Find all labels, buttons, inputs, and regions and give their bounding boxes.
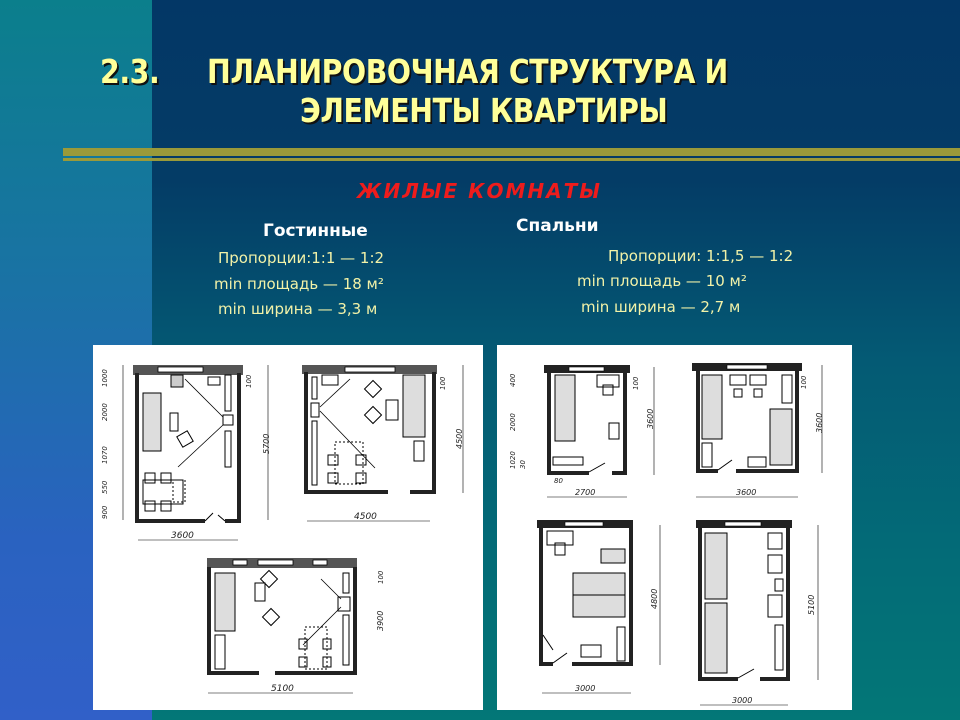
living-plan-3: 5100 3900 100 [207,558,385,694]
svg-text:3600: 3600 [815,413,824,433]
svg-text:4500: 4500 [455,429,464,449]
living-proportions: Пропорции:1:1 — 1:2 [218,249,385,267]
living-rooms-heading: Гостинные [263,221,368,241]
svg-text:4800: 4800 [650,589,659,609]
svg-text:3900: 3900 [376,611,385,631]
svg-text:100: 100 [632,376,640,390]
svg-text:100: 100 [800,375,808,389]
bedroom-plan-2: 3600 100 3600 [692,363,824,498]
bedroom-plans-panel: 400 2000 1020 30 80 3600 100 2700 3600 1… [497,345,852,710]
slide-number: 2.3. [100,52,160,91]
svg-text:100: 100 [245,374,253,388]
slide-title-line2: ЭЛЕМЕНТЫ КВАРТИРЫ [300,91,668,130]
svg-text:5100: 5100 [807,595,816,615]
svg-text:550: 550 [101,480,109,494]
bedroom-min-width: min ширина — 2,7 м [581,298,741,316]
svg-text:400: 400 [509,373,517,387]
svg-text:2000: 2000 [101,403,109,421]
svg-text:3000: 3000 [732,696,752,705]
living-min-area: min площадь — 18 м² [214,275,384,293]
living-plan-1: 1000 2000 1070 550 900 5700 100 3600 [101,365,271,541]
svg-text:3600: 3600 [171,531,194,541]
svg-text:30: 30 [519,460,527,469]
living-plan-2: 4500 100 4500 [302,365,464,522]
svg-text:1070: 1070 [101,446,109,464]
svg-text:5100: 5100 [271,684,294,694]
bedroom-proportions: Пропорции: 1:1,5 — 1:2 [608,247,794,265]
bedrooms-heading: Спальни [516,216,599,236]
bedroom-plan-3: 4800 3000 [537,520,661,694]
bedroom-plan-1: 400 2000 1020 30 80 3600 100 2700 [509,365,655,498]
bedroom-plan-4: 5100 3000 [696,520,819,706]
svg-text:4500: 4500 [354,512,377,522]
svg-text:3000: 3000 [575,684,595,693]
title-divider-thick [63,148,960,156]
bedroom-min-area: min площадь — 10 м² [577,272,747,290]
svg-text:900: 900 [101,505,109,519]
svg-text:80: 80 [554,477,563,485]
svg-text:1020: 1020 [509,451,517,469]
svg-text:100: 100 [377,570,385,584]
svg-text:2700: 2700 [575,488,595,497]
living-min-width: min ширина — 3,3 м [218,300,378,318]
section-title: ЖИЛЫЕ КОМНАТЫ [357,179,603,203]
svg-text:5700: 5700 [262,434,271,454]
title-divider-thin [63,158,960,161]
slide-title-line1: ПЛАНИРОВОЧНАЯ СТРУКТУРА И [207,52,728,91]
svg-text:3600: 3600 [646,409,655,429]
living-room-plans-panel: 1000 2000 1070 550 900 5700 100 3600 [93,345,483,710]
svg-text:100: 100 [439,376,447,390]
svg-text:2000: 2000 [509,413,517,431]
svg-text:3600: 3600 [736,488,756,497]
svg-text:1000: 1000 [101,369,109,387]
